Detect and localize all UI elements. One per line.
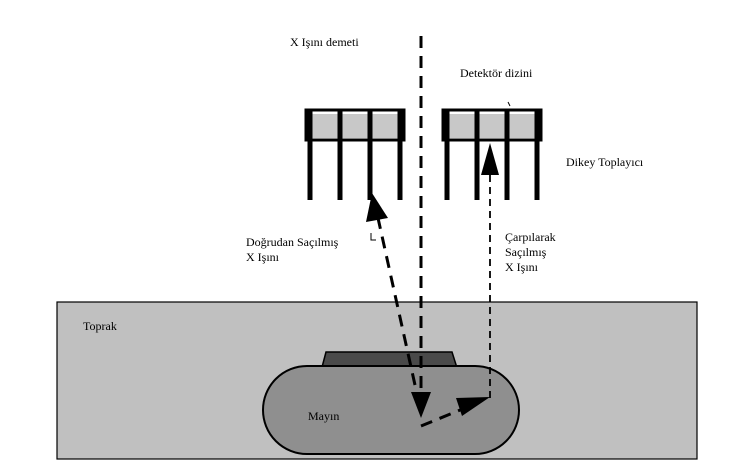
detector-cells-right — [445, 114, 540, 138]
soil-label: Toprak — [83, 319, 117, 333]
bounce-ray-1-arrowhead — [456, 397, 490, 416]
xray-beam-arrowhead — [411, 392, 431, 418]
collimator-label: Dikey Toplayıcı — [566, 155, 644, 169]
mine-label: Mayın — [308, 409, 339, 423]
bounce-scatter-label-line1: Çarpılarak — [505, 230, 556, 244]
detector-array-left — [304, 108, 406, 200]
beam-label: X Işını demeti — [290, 35, 359, 49]
mine-body — [262, 365, 520, 455]
direct-scatter-arrowhead — [366, 193, 388, 222]
direct-scatter-ray — [376, 217, 417, 386]
bounce-scatter-label-line2: Saçılmış — [505, 245, 547, 259]
detector-frame-left — [304, 108, 406, 142]
bounce-scatter-label-line3: X Işını — [505, 260, 539, 274]
direct-scatter-label-line1: Doğrudan Saçılmış — [246, 235, 339, 249]
detector-frame-right — [441, 108, 543, 142]
direct-scatter-label-line2: X Işını — [246, 250, 280, 264]
bounce-ray-2-arrowhead — [481, 143, 499, 175]
detector-array-label: Detektör dizini — [460, 66, 533, 80]
detector-array-right — [441, 101, 543, 200]
detector-cells-left — [308, 114, 403, 138]
